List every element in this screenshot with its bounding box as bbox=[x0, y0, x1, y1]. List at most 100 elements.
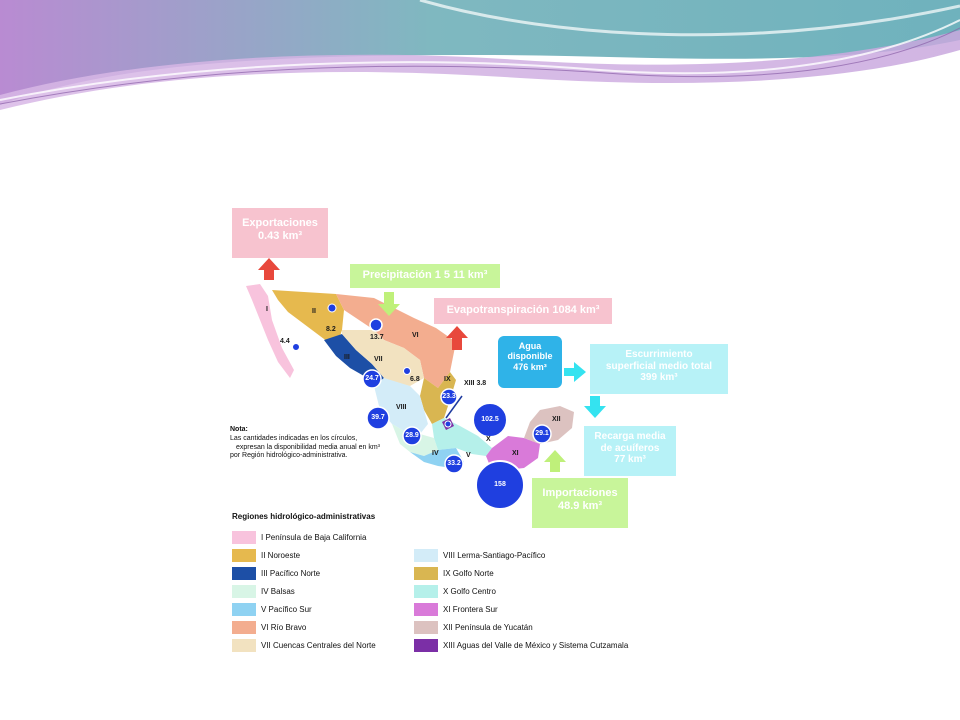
value-vi: 13.7 bbox=[370, 334, 384, 341]
legend-label: III Pacífico Norte bbox=[261, 568, 321, 578]
region-label-iii: III bbox=[344, 354, 350, 361]
legend-label: VIII Lerma-Santiago-Pacífico bbox=[443, 550, 546, 560]
legend-item-ix: IX Golfo Norte bbox=[414, 566, 494, 580]
circle-xi bbox=[475, 460, 525, 510]
recarga-line3: 77 km³ bbox=[614, 454, 646, 465]
precipitacion-callout: Precipitación 1 5 11 km³ bbox=[350, 264, 500, 288]
legend-label: II Noroeste bbox=[261, 550, 301, 560]
legend-item-i: I Península de Baja California bbox=[232, 530, 366, 544]
recarga-line2: de acuíferos bbox=[600, 442, 660, 454]
value-i: 4.4 bbox=[280, 338, 290, 345]
legend-label: X Golfo Centro bbox=[443, 586, 496, 596]
circle-xii bbox=[532, 424, 552, 444]
precipitacion-arrow bbox=[378, 292, 400, 316]
note-line-1: Las cantidades indicadas en los círculos… bbox=[230, 434, 358, 442]
legend-label: VI Río Bravo bbox=[261, 622, 307, 632]
importaciones-callout: Importaciones 48.9 km³ bbox=[532, 478, 628, 528]
legend-swatch bbox=[232, 602, 256, 616]
legend-swatch bbox=[232, 548, 256, 562]
escurrimiento-callout: Escurrimiento superficial medio total 39… bbox=[590, 344, 728, 394]
legend-item-vii: VII Cuencas Centrales del Norte bbox=[232, 638, 376, 652]
legend-label: VII Cuencas Centrales del Norte bbox=[261, 640, 376, 650]
region-ix-shape bbox=[420, 372, 456, 424]
region-label-vii: VII bbox=[374, 356, 383, 363]
legend-swatch bbox=[232, 584, 256, 598]
exportaciones-label: Exportaciones bbox=[242, 217, 318, 229]
legend-swatch bbox=[232, 638, 256, 652]
legend-swatch bbox=[414, 620, 438, 634]
escurrimiento-line3: 399 km³ bbox=[640, 372, 678, 383]
legend-item-iv: IV Balsas bbox=[232, 584, 295, 598]
circle-vii bbox=[403, 367, 411, 375]
legend-swatch bbox=[414, 566, 438, 580]
circle-ii bbox=[327, 303, 337, 313]
value-v: 33.2 bbox=[447, 460, 461, 467]
exportaciones-arrow bbox=[258, 258, 280, 280]
legend-swatch bbox=[414, 584, 438, 598]
agua-disponible-line3: 476 km³ bbox=[513, 361, 547, 372]
note-title: Nota: bbox=[230, 426, 248, 433]
region-viii-shape bbox=[374, 378, 428, 434]
value-vii: 6.8 bbox=[410, 376, 420, 383]
region-label-i: I bbox=[266, 306, 268, 313]
region-label-viii: VIII bbox=[396, 404, 407, 411]
mexico-regions-map bbox=[246, 258, 606, 510]
value-iii: 24.7 bbox=[365, 375, 379, 382]
region-label-vi: VI bbox=[412, 332, 419, 339]
recarga-line1: Recarga media bbox=[594, 431, 666, 442]
value-iv: 28.9 bbox=[405, 432, 419, 439]
legend-title: Regiones hidrológico-administrativas bbox=[232, 512, 376, 521]
legend-item-viii: VIII Lerma-Santiago-Pacífico bbox=[414, 548, 545, 562]
region-i-shape bbox=[246, 284, 294, 378]
region-label-xii: XII bbox=[552, 416, 561, 423]
region-label-x: X bbox=[486, 436, 491, 443]
value-viii: 39.7 bbox=[371, 414, 385, 421]
precipitacion-label: Precipitación 1 5 11 km³ bbox=[362, 269, 488, 281]
escurrimiento-arrow bbox=[564, 362, 586, 382]
legend-item-vi: VI Río Bravo bbox=[232, 620, 306, 634]
circle-iv bbox=[402, 426, 422, 446]
availability-circles bbox=[292, 303, 552, 510]
legend-swatch bbox=[414, 602, 438, 616]
legend-label: I Península de Baja California bbox=[261, 532, 367, 542]
value-xii: 29.1 bbox=[535, 430, 549, 437]
legend-swatch bbox=[414, 548, 438, 562]
legend-swatch bbox=[414, 638, 438, 652]
legend-label: XI Frontera Sur bbox=[443, 604, 498, 614]
evapotranspiracion-label: Evapotranspiración 1084 km³ bbox=[446, 304, 600, 316]
circle-i bbox=[292, 343, 300, 351]
region-label-xi: XI bbox=[512, 450, 519, 457]
legend-swatch bbox=[232, 620, 256, 634]
region-label-iv: IV bbox=[432, 450, 439, 457]
circle-ix bbox=[440, 388, 458, 406]
agua-disponible-line2: disponible bbox=[507, 351, 553, 362]
importaciones-label: Importaciones bbox=[542, 487, 618, 499]
water-balance-figure: Exportaciones 0.43 km³ Precipitación 1 5… bbox=[224, 200, 736, 669]
legend-item-iii: III Pacífico Norte bbox=[232, 566, 320, 580]
legend-label: XII Península de Yucatán bbox=[443, 622, 533, 632]
circle-v bbox=[444, 454, 464, 474]
legend-item-x: X Golfo Centro bbox=[414, 584, 496, 598]
region-ii-shape bbox=[272, 290, 344, 348]
legend-swatch bbox=[232, 566, 256, 580]
xiii-pointer-arrow bbox=[445, 395, 463, 419]
evapotranspiracion-arrow bbox=[446, 326, 468, 350]
legend-item-xii: XII Península de Yucatán bbox=[414, 620, 533, 634]
circle-x bbox=[472, 402, 508, 438]
region-vi-shape bbox=[336, 294, 456, 388]
note-line-2: expresan la disponibilidad media anual e… bbox=[236, 443, 380, 451]
importaciones-arrow bbox=[544, 450, 566, 472]
legend-label: V Pacífico Sur bbox=[261, 604, 312, 614]
escurrimiento-line2: superficial medio total bbox=[605, 360, 713, 372]
legend-item-xi: XI Frontera Sur bbox=[414, 602, 498, 616]
region-label-v: V bbox=[466, 452, 471, 459]
circle-vi bbox=[369, 318, 383, 332]
circle-xiii bbox=[444, 420, 452, 428]
escurrimiento-line1: Escurrimiento bbox=[625, 349, 693, 360]
value-ix: 23.3 bbox=[442, 393, 456, 400]
map-note: Nota: Las cantidades indicadas en los cí… bbox=[230, 426, 420, 461]
recarga-callout: Recarga media de acuíferos 77 km³ bbox=[584, 426, 676, 476]
exportaciones-value: 0.43 km³ bbox=[257, 229, 303, 242]
legend-item-ii: II Noroeste bbox=[232, 548, 300, 562]
